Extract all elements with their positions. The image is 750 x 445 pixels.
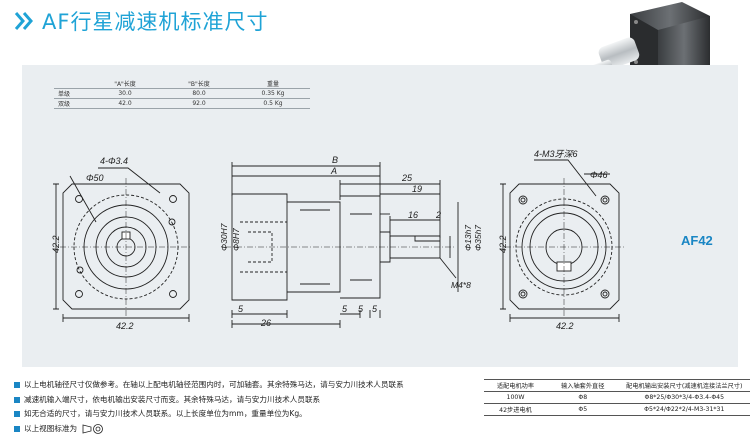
- table-cell: 92.0: [162, 98, 236, 109]
- output-bolt-circle-label: Φ46: [590, 170, 608, 180]
- table-cell: 0.5 Kg: [236, 98, 310, 109]
- dim-5a-label: 5: [238, 304, 244, 314]
- table-header-row: "A"长度 "B"长度 重量: [54, 79, 310, 89]
- table-row: 100W Φ8 Φ8*25/Φ30*3/4-Φ3.4-Φ45: [484, 391, 750, 404]
- table-cell: 0.35 Kg: [236, 88, 310, 99]
- table-cell: 30.0: [88, 88, 162, 99]
- table-header-cell: [54, 79, 88, 89]
- dim-25-label: 25: [401, 173, 413, 183]
- note-text: 如无合适的尺寸，请与安力川技术人员联系。以上长度单位为mm，重量单位为Kg。: [24, 409, 307, 419]
- dim-5d-label: 5: [372, 304, 378, 314]
- projection-symbol-icon: [82, 424, 104, 434]
- page-header: AF行星减速机标准尺寸: [14, 6, 268, 36]
- bullet-icon: [14, 426, 20, 433]
- dim-5b-label: 5: [342, 304, 348, 314]
- table-row: 42步进电机 Φ5 Φ5*24/Φ22*2/4-M3-31*31: [484, 403, 750, 416]
- table-header-cell: "A"长度: [88, 79, 162, 89]
- table-cell: 双级: [54, 98, 88, 109]
- dim-2-label: 2: [435, 210, 441, 220]
- note-item: 以上电机轴径尺寸仅做参考。在轴以上配电机轴径范围内时，可加轴套。其余特殊马达，请…: [14, 378, 404, 393]
- table-cell: Φ8*25/Φ30*3/4-Φ3.4-Φ45: [618, 391, 750, 404]
- dim-5c-label: 5: [358, 304, 364, 314]
- note-item: 减速机输入端尺寸，依电机输出安装尺寸而变。其余特殊马达，请与安力川技术人员联系: [14, 393, 404, 408]
- table-cell: 42.0: [88, 98, 162, 109]
- thread-label: M4*8: [451, 280, 471, 290]
- dim-16-label: 16: [408, 210, 418, 220]
- spec-table: "A"长度 "B"长度 重量 单级 30.0 80.0 0.35 Kg 双级 4…: [54, 79, 310, 109]
- input-flange-view: [53, 167, 192, 322]
- shaft-35-label: Φ35h7: [473, 225, 483, 251]
- bore-30-label: Φ30H7: [219, 223, 229, 251]
- note-text: 减速机输入端尺寸，依电机输出安装尺寸而变。其余特殊马达，请与安力川技术人员联系: [24, 394, 321, 404]
- table-header-cell: "B"长度: [162, 79, 236, 89]
- bore-8-label: Φ8H7: [231, 228, 241, 251]
- side-view: [225, 162, 459, 328]
- note-item: 以上视图标准为: [14, 422, 404, 437]
- adapter-table: 适配电机功率 输入轴套外直径 配电机输出安装尺寸(减速机连接法兰尺寸) 100W…: [484, 379, 750, 416]
- double-chevron-icon: [14, 12, 33, 30]
- table-cell: 单级: [54, 88, 88, 99]
- page-title: AF行星减速机标准尺寸: [42, 10, 269, 34]
- table-cell: Φ8: [546, 391, 619, 404]
- table-row: 单级 30.0 80.0 0.35 Kg: [54, 88, 310, 99]
- dim-19-label: 19: [412, 184, 422, 194]
- table-header-cell: 配电机输出安装尺寸(减速机连接法兰尺寸): [618, 379, 750, 392]
- dim-b-label: B: [332, 155, 338, 165]
- notes-list: 以上电机轴径尺寸仅做参考。在轴以上配电机轴径范围内时，可加轴套。其余特殊马达，请…: [14, 378, 404, 436]
- dim-26-label: 26: [260, 318, 271, 328]
- bullet-icon: [14, 382, 20, 389]
- table-row: 双级 42.0 92.0 0.5 Kg: [54, 98, 310, 109]
- bullet-icon: [14, 396, 20, 403]
- table-cell: 42步进电机: [484, 403, 547, 416]
- shaft-13-label: Φ13h7: [463, 225, 473, 251]
- table-header-cell: 适配电机功率: [484, 379, 547, 392]
- output-width-label: 42.2: [556, 321, 574, 331]
- note-text: 以上电机轴径尺寸仅做参考。在轴以上配电机轴径范围内时，可加轴套。其余特殊马达，请…: [24, 380, 404, 389]
- table-cell: Φ5: [546, 403, 619, 416]
- note-item: 如无合适的尺寸，请与安力川技术人员联系。以上长度单位为mm，重量单位为Kg。: [14, 407, 404, 422]
- model-label: AF42: [681, 233, 713, 248]
- table-header-row: 适配电机功率 输入轴套外直径 配电机输出安装尺寸(减速机连接法兰尺寸): [484, 379, 750, 392]
- bolt-hole-label: 4-Φ3.4: [100, 156, 128, 166]
- output-height-label: 42.2: [498, 235, 508, 253]
- bolt-circle-label: Φ50: [86, 173, 104, 183]
- table-header-cell: 输入轴套外直径: [546, 379, 619, 392]
- output-flange-view: [500, 159, 624, 322]
- note-text: 以上视图标准为: [24, 423, 78, 433]
- width-label: 42.2: [116, 321, 134, 331]
- table-header-cell: 重量: [236, 79, 310, 89]
- bullet-icon: [14, 411, 20, 418]
- table-cell: Φ5*24/Φ22*2/4-M3-31*31: [618, 403, 750, 416]
- tap-label: 4-M3牙深6: [534, 149, 578, 159]
- table-cell: 80.0: [162, 88, 236, 99]
- height-label: 42.2: [51, 235, 61, 253]
- dim-a-label: A: [330, 166, 337, 176]
- table-cell: 100W: [484, 391, 547, 404]
